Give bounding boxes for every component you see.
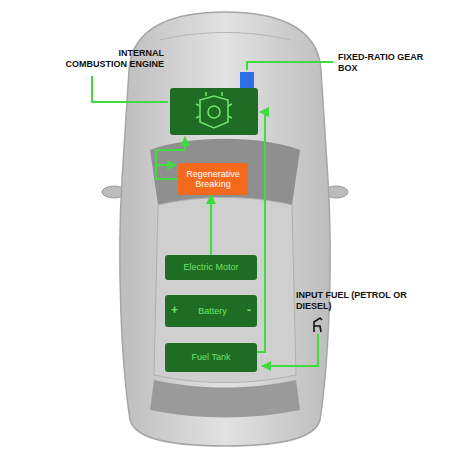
fuel-line	[256, 112, 265, 352]
tank-box: Fuel Tank	[165, 343, 257, 372]
battery-box: + Battery -	[165, 295, 257, 327]
callout-label: FIXED-RATIO GEAR BOX	[338, 52, 438, 74]
fuel-nozzle-icon	[314, 318, 322, 332]
engine-box	[170, 88, 258, 135]
node-label: Electric Motor	[183, 262, 238, 272]
windshield	[150, 139, 300, 205]
roof	[154, 198, 296, 383]
flow-arrow	[210, 195, 212, 255]
engine-icon	[196, 92, 232, 128]
leader-line	[92, 76, 168, 102]
callout-label: INTERNAL COMBUSTION ENGINE	[58, 48, 164, 70]
input-fuel-line	[262, 334, 318, 366]
node-label: Fuel Tank	[192, 352, 231, 362]
callout-label: INPUT FUEL (PETROL OR DIESEL)	[296, 290, 408, 312]
rear-window	[150, 380, 300, 418]
regen-box: Regenerative Breaking	[178, 163, 248, 195]
regen-line	[156, 164, 176, 166]
node-label: Battery	[198, 306, 227, 316]
gear-box	[240, 72, 254, 88]
car-body	[120, 12, 330, 446]
node-label: Regenerative Breaking	[184, 169, 242, 190]
leader-line	[247, 62, 333, 70]
hood-line	[160, 33, 290, 41]
terminal-sign: -	[247, 304, 251, 318]
motor-box: Electric Motor	[165, 255, 257, 280]
terminal-sign: +	[171, 304, 178, 318]
